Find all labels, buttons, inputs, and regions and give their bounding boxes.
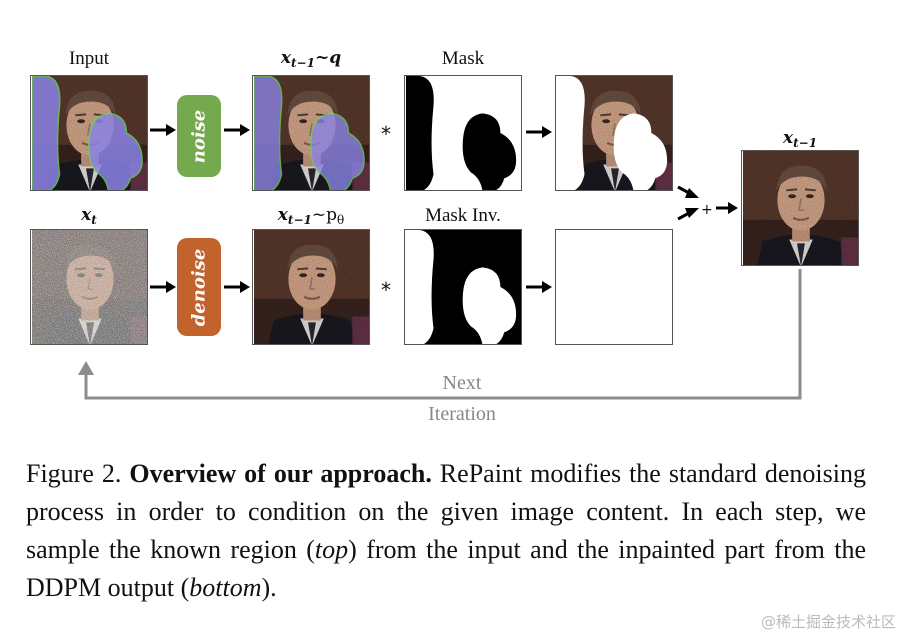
masked-unknown-graphic [557,230,672,344]
input-face-graphic [31,76,148,191]
output-face-graphic [742,151,859,266]
denoised-sample-image [252,229,370,345]
denoise-block: denoise [177,238,221,336]
mask-inverse-graphic [406,230,521,344]
output-image [741,150,859,266]
merge-arrows-icon [677,185,699,221]
arrow-right-icon [150,281,176,293]
multiply-operator: * [381,122,391,146]
masked-unknown-image [555,229,673,345]
masked-known-image [555,75,673,191]
input-image [30,75,148,191]
label-xt1-p: xt−1~pθ [277,205,345,227]
watermark: @稀土掘金技术社区 [760,613,896,631]
caption-title: Overview of our approach. [129,459,432,488]
noisy-xt-image [30,229,148,345]
multiply-operator: * [381,278,391,302]
arrow-right-icon [526,126,552,138]
arrow-right-icon [716,202,738,214]
next-iteration-label-2: Iteration [428,403,496,425]
arrow-right-icon [526,281,552,293]
mask-inverse-image [404,229,522,345]
next-iteration-label: Next [442,372,482,394]
label-mask: Mask [441,48,485,69]
mask-image [404,75,522,191]
arrow-right-icon [150,124,176,136]
plus-operator: + [701,202,713,218]
known-sample-image [252,75,370,191]
known-sample-graphic [253,76,370,191]
arrow-right-icon [224,281,250,293]
arrow-right-icon [224,124,250,136]
figure-caption: Figure 2. Overview of our approach. RePa… [26,459,866,602]
label-xt: xt [81,205,97,227]
iteration-loop-arrow [78,269,802,400]
label-mask-inv: Mask Inv. [425,205,501,226]
noise-label: noise [188,109,210,163]
mask-graphic [406,76,521,190]
label-xt1-q: xt−1~q [280,48,342,70]
label-input: Input [68,48,110,69]
noise-block: noise [177,95,221,177]
masked-known-graphic [556,76,673,191]
label-output-xt1: xt−1 [782,128,818,150]
